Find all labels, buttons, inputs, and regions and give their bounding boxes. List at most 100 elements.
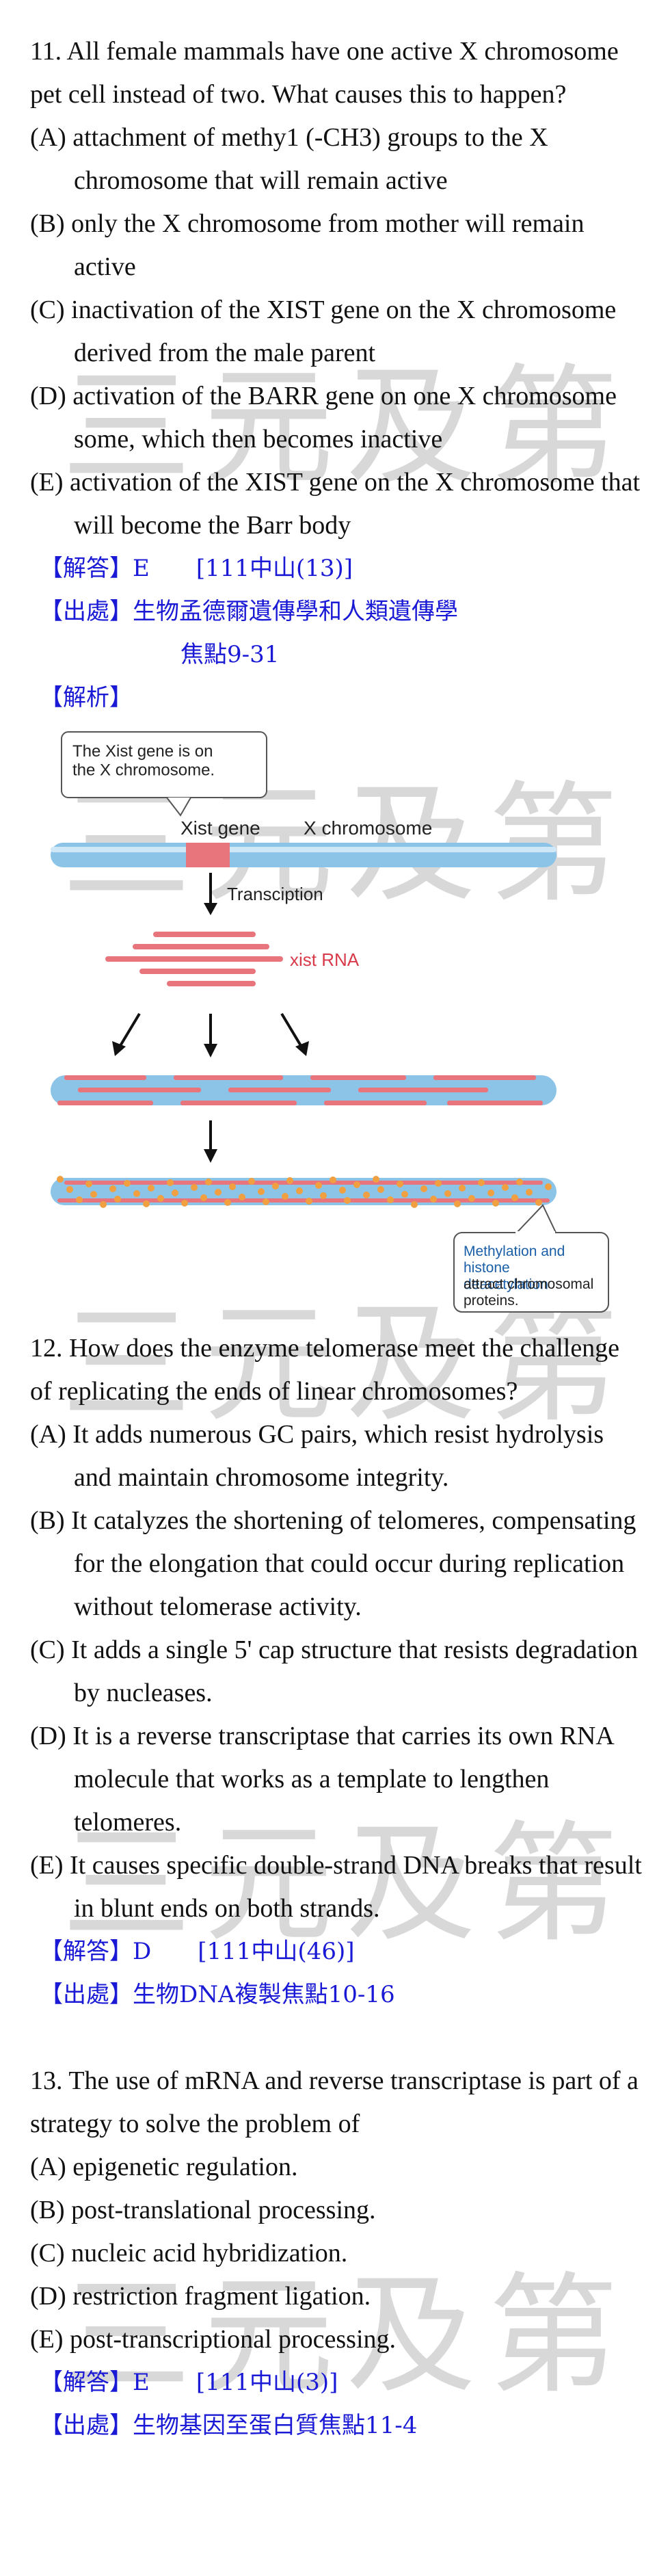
protein-dot xyxy=(239,1194,245,1200)
protein-dot xyxy=(90,1191,97,1198)
watermark: 三元及第 xyxy=(62,352,631,503)
protein-dot xyxy=(344,1197,351,1204)
q12-option-c: (C) It adds a single 5' cap structure th… xyxy=(30,1635,639,1707)
transcription-label: Transciption xyxy=(227,884,323,904)
q13-option-d: (D) restriction fragment ligation. xyxy=(30,2282,371,2311)
chromosomal-proteins xyxy=(57,1176,552,1208)
watermark: 三元及第 xyxy=(62,1809,631,1960)
question-13-stem: 13. The use of mRNA and reverse transcri… xyxy=(30,2066,639,2138)
protein-dot xyxy=(286,1177,293,1184)
question-11-stem: 11. All female mammals have one active X… xyxy=(30,37,619,109)
q13-source: 【出處】生物基因至蛋白質焦點11-4 xyxy=(40,2412,418,2439)
protein-dot xyxy=(172,1190,178,1196)
arrow-down-left xyxy=(112,1041,126,1056)
protein-dot xyxy=(114,1196,121,1202)
protein-dot xyxy=(373,1176,379,1183)
q12-option-d: (D) It is a reverse transcriptase that c… xyxy=(30,1722,613,1837)
protein-dot xyxy=(339,1187,346,1194)
chromosome-bar xyxy=(51,843,557,867)
protein-dot xyxy=(363,1192,370,1198)
protein-dot xyxy=(330,1177,336,1183)
q13-option-b: (B) post-translational processing. xyxy=(30,2196,376,2224)
protein-dot xyxy=(181,1200,188,1207)
arrow-down-right xyxy=(295,1041,309,1056)
q12-source: 【出處】生物DNA複製焦點10-16 xyxy=(40,1981,395,2008)
protein-dot xyxy=(100,1201,107,1208)
protein-dot xyxy=(272,1183,279,1190)
xist-gene-segment xyxy=(186,843,230,867)
q11-explanation-label: 【解析】 xyxy=(40,684,133,711)
q11-source-cont: 焦點9-31 xyxy=(180,641,280,668)
q12-answer: 【解答】D [111中山(46)] xyxy=(40,1938,355,1965)
xist-gene-label: Xist gene xyxy=(180,817,260,839)
protein-dot xyxy=(444,1190,451,1197)
protein-dot xyxy=(248,1178,255,1185)
q11-option-d: (D) activation of the BARR gene on one X… xyxy=(30,382,617,454)
protein-dot xyxy=(76,1196,83,1203)
q13-option-e: (E) post-transcriptional processing. xyxy=(30,2325,397,2354)
protein-dot xyxy=(148,1185,155,1192)
protein-dot xyxy=(66,1186,73,1193)
protein-dot xyxy=(224,1199,231,1206)
protein-dot xyxy=(430,1196,437,1202)
x-chromosome-label: X chromosome xyxy=(304,817,432,839)
protein-dot xyxy=(459,1185,466,1192)
q11-option-a: (A) attachment of methy1 (-CH3) groups t… xyxy=(30,123,548,195)
document-body: 11. All female mammals have one active X… xyxy=(30,30,645,2447)
protein-dot xyxy=(215,1189,222,1196)
q11-option-e: (E) activation of the XIST gene on the X… xyxy=(30,468,641,540)
protein-dot xyxy=(167,1179,174,1186)
q11-source: 【出處】生物孟德爾遺傳學和人類遺傳學 xyxy=(40,598,458,625)
q11-option-b: (B) only the X chromosome from mother wi… xyxy=(30,209,585,281)
protein-dot xyxy=(454,1200,461,1207)
question-12-stem: 12. How does the enzyme telomerase meet … xyxy=(30,1334,620,1406)
protein-dot xyxy=(191,1184,198,1191)
protein-dot xyxy=(143,1200,150,1207)
protein-dot xyxy=(57,1176,64,1183)
protein-dot xyxy=(258,1188,265,1195)
protein-dot xyxy=(468,1195,475,1202)
protein-dot xyxy=(377,1186,384,1193)
protein-dot xyxy=(492,1200,499,1207)
q12-option-e: (E) It causes specific double-strand DNA… xyxy=(30,1851,642,1923)
xist-rna-strands xyxy=(105,932,283,986)
callout-pointer xyxy=(166,797,191,817)
q12-option-a: (A) It adds numerous GC pairs, which res… xyxy=(30,1420,604,1492)
protein-dot xyxy=(205,1179,212,1185)
arrow-down-2 xyxy=(204,1149,217,1163)
protein-dot xyxy=(397,1181,403,1187)
protein-dot xyxy=(535,1199,542,1206)
protein-dot xyxy=(478,1179,485,1186)
q12-option-b: (B) It catalyzes the shortening of telom… xyxy=(30,1506,636,1621)
q11-answer: 【解答】E [111中山(13)] xyxy=(40,555,353,582)
protein-dot xyxy=(545,1183,552,1190)
protein-dot xyxy=(511,1194,518,1201)
q13-option-a: (A) epigenetic regulation. xyxy=(30,2153,298,2181)
protein-dot xyxy=(320,1192,327,1199)
watermark: 三元及第 xyxy=(62,2260,631,2411)
protein-dot xyxy=(85,1181,92,1187)
callout-box-top xyxy=(61,731,267,798)
q13-option-c: (C) nucleic acid hybridization. xyxy=(30,2239,348,2268)
protein-dot xyxy=(487,1190,494,1196)
protein-dot xyxy=(263,1198,269,1205)
protein-dot xyxy=(315,1182,322,1189)
protein-dot xyxy=(306,1198,312,1205)
protein-dot xyxy=(387,1196,394,1203)
protein-dot xyxy=(296,1187,303,1194)
protein-dot xyxy=(124,1180,131,1187)
protein-dot xyxy=(229,1183,236,1190)
protein-dot xyxy=(411,1201,418,1208)
protein-dot xyxy=(282,1193,289,1200)
protein-dot xyxy=(420,1185,427,1192)
protein-dot xyxy=(133,1190,140,1197)
xist-rna-label: xist RNA xyxy=(290,949,360,970)
watermark: 三元及第 xyxy=(62,1289,631,1440)
protein-dot xyxy=(502,1184,509,1191)
q13-answer: 【解答】E [111中山(3)] xyxy=(40,2369,338,2396)
